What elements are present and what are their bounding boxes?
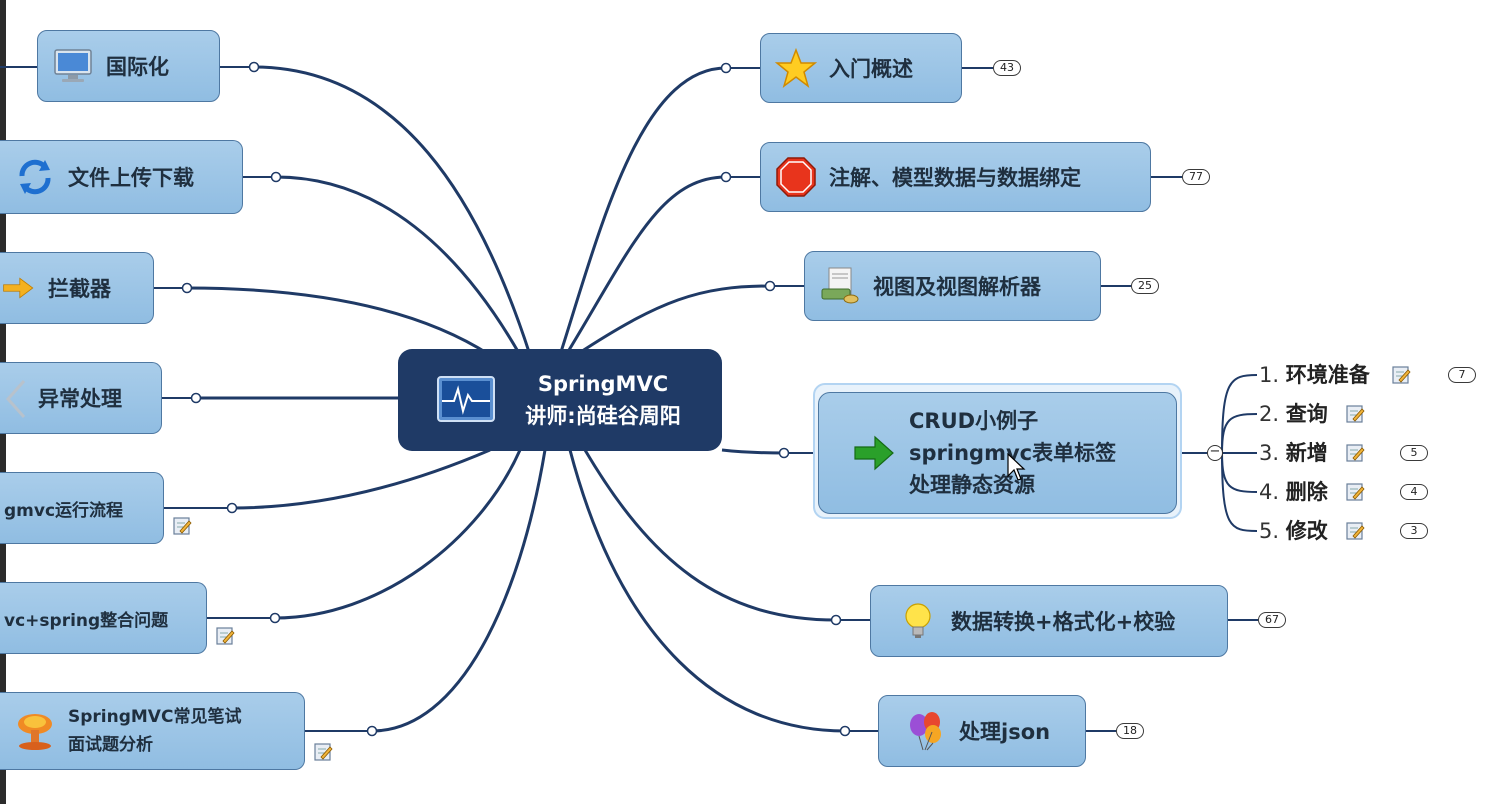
subtopic-number: 3. [1259, 441, 1280, 465]
subtopic-number: 4. [1259, 480, 1280, 504]
balloons-icon [905, 710, 947, 752]
topic-count-badge[interactable]: 43 [993, 60, 1021, 76]
computer-monitor-icon [52, 45, 94, 87]
note-icon[interactable] [215, 626, 235, 646]
note-icon[interactable] [313, 742, 333, 762]
light-bulb-icon [897, 600, 939, 642]
subtopic-label: 新增 [1285, 441, 1328, 465]
subtopic-number: 2. [1259, 402, 1280, 426]
subtopic-label: 修改 [1285, 519, 1328, 543]
topic-exception[interactable]: 异常处理 [0, 362, 162, 434]
topic-count-badge[interactable]: 18 [1116, 723, 1144, 739]
note-icon[interactable] [1345, 404, 1365, 424]
topic-crud[interactable]: CRUD小例子 springmvc表单标签 处理静态资源 [818, 392, 1177, 514]
double-arrow-icon [2, 267, 36, 309]
topic-label: 文件上传下载 [68, 166, 194, 190]
central-title: SpringMVC [537, 372, 669, 396]
topic-spring-integration[interactable]: vc+spring整合问题 [0, 582, 207, 654]
subtopic-label: 查询 [1285, 402, 1328, 426]
topic-views[interactable]: 视图及视图解析器 [804, 251, 1101, 321]
topic-count-badge[interactable]: 67 [1258, 612, 1286, 628]
topic-interceptor[interactable]: 拦截器 [0, 252, 154, 324]
topic-data-conversion[interactable]: 数据转换+格式化+校验 [870, 585, 1228, 657]
subtopic-count-badge[interactable]: 3 [1400, 523, 1428, 539]
topic-file-upload[interactable]: 文件上传下载 [0, 140, 243, 214]
topic-label: 数据转换+格式化+校验 [951, 610, 1176, 634]
subtopic-label: 删除 [1285, 480, 1328, 504]
collapse-toggle-button[interactable]: − [1207, 445, 1223, 461]
topic-label: 注解、模型数据与数据绑定 [829, 166, 1081, 190]
subtopic-count-badge[interactable]: 7 [1448, 367, 1476, 383]
topic-count-badge[interactable]: 77 [1182, 169, 1210, 185]
wrench-icon [2, 377, 28, 419]
central-topic[interactable]: SpringMVC 讲师:尚硅谷周阳 [398, 349, 722, 451]
topic-label-line1: SpringMVC常见笔试 [68, 707, 242, 727]
topic-label: 视图及视图解析器 [873, 275, 1041, 299]
topic-label: 处理json [959, 720, 1051, 744]
topic-annotations[interactable]: 注解、模型数据与数据绑定 [760, 142, 1151, 212]
note-icon[interactable] [1345, 521, 1365, 541]
topic-count-badge[interactable]: 25 [1131, 278, 1159, 294]
topic-label: 拦截器 [48, 277, 111, 301]
note-icon[interactable] [1345, 482, 1365, 502]
subtopic-label: 环境准备 [1285, 363, 1370, 387]
topic-label: 异常处理 [38, 387, 122, 411]
topic-interview-questions[interactable]: SpringMVC常见笔试 面试题分析 [0, 692, 305, 770]
subtopic-delete[interactable]: 4. 删除 [1259, 478, 1328, 506]
topic-run-flow[interactable]: gmvc运行流程 [0, 472, 164, 544]
subtopic-number: 1. [1259, 363, 1280, 387]
subtopic-add[interactable]: 3. 新增 [1259, 439, 1328, 467]
green-arrow-icon [853, 432, 895, 474]
mouse-cursor-icon [1007, 452, 1026, 481]
topic-label-line1: CRUD小例子 [909, 409, 1039, 433]
subtopic-number: 5. [1259, 519, 1280, 543]
subtopic-modify[interactable]: 5. 修改 [1259, 517, 1328, 545]
note-icon[interactable] [1345, 443, 1365, 463]
topic-label-line3: 处理静态资源 [909, 473, 1035, 497]
topic-intro[interactable]: 入门概述 [760, 33, 962, 103]
central-subtitle: 讲师:尚硅谷周阳 [525, 404, 681, 428]
topic-i18n[interactable]: 国际化 [37, 30, 220, 102]
subtopic-query[interactable]: 2. 查询 [1259, 400, 1328, 428]
topic-json[interactable]: 处理json [878, 695, 1086, 767]
topic-label: gmvc运行流程 [4, 500, 124, 521]
monitor-pulse-icon [436, 375, 496, 425]
stop-sign-icon [775, 156, 817, 198]
explosion-icon [14, 710, 56, 752]
star-icon [775, 47, 817, 89]
note-icon[interactable] [1391, 365, 1411, 385]
refresh-arrows-icon [14, 156, 56, 198]
subtopic-count-badge[interactable]: 4 [1400, 484, 1428, 500]
topic-label: 入门概述 [829, 57, 913, 81]
note-icon[interactable] [172, 516, 192, 536]
topic-label: 国际化 [106, 55, 169, 79]
subtopic-env-setup[interactable]: 1. 环境准备 [1259, 361, 1370, 389]
topic-label-line2: 面试题分析 [68, 735, 153, 755]
topic-label: vc+spring整合问题 [4, 610, 169, 631]
money-document-icon [819, 265, 861, 307]
subtopic-count-badge[interactable]: 5 [1400, 445, 1428, 461]
